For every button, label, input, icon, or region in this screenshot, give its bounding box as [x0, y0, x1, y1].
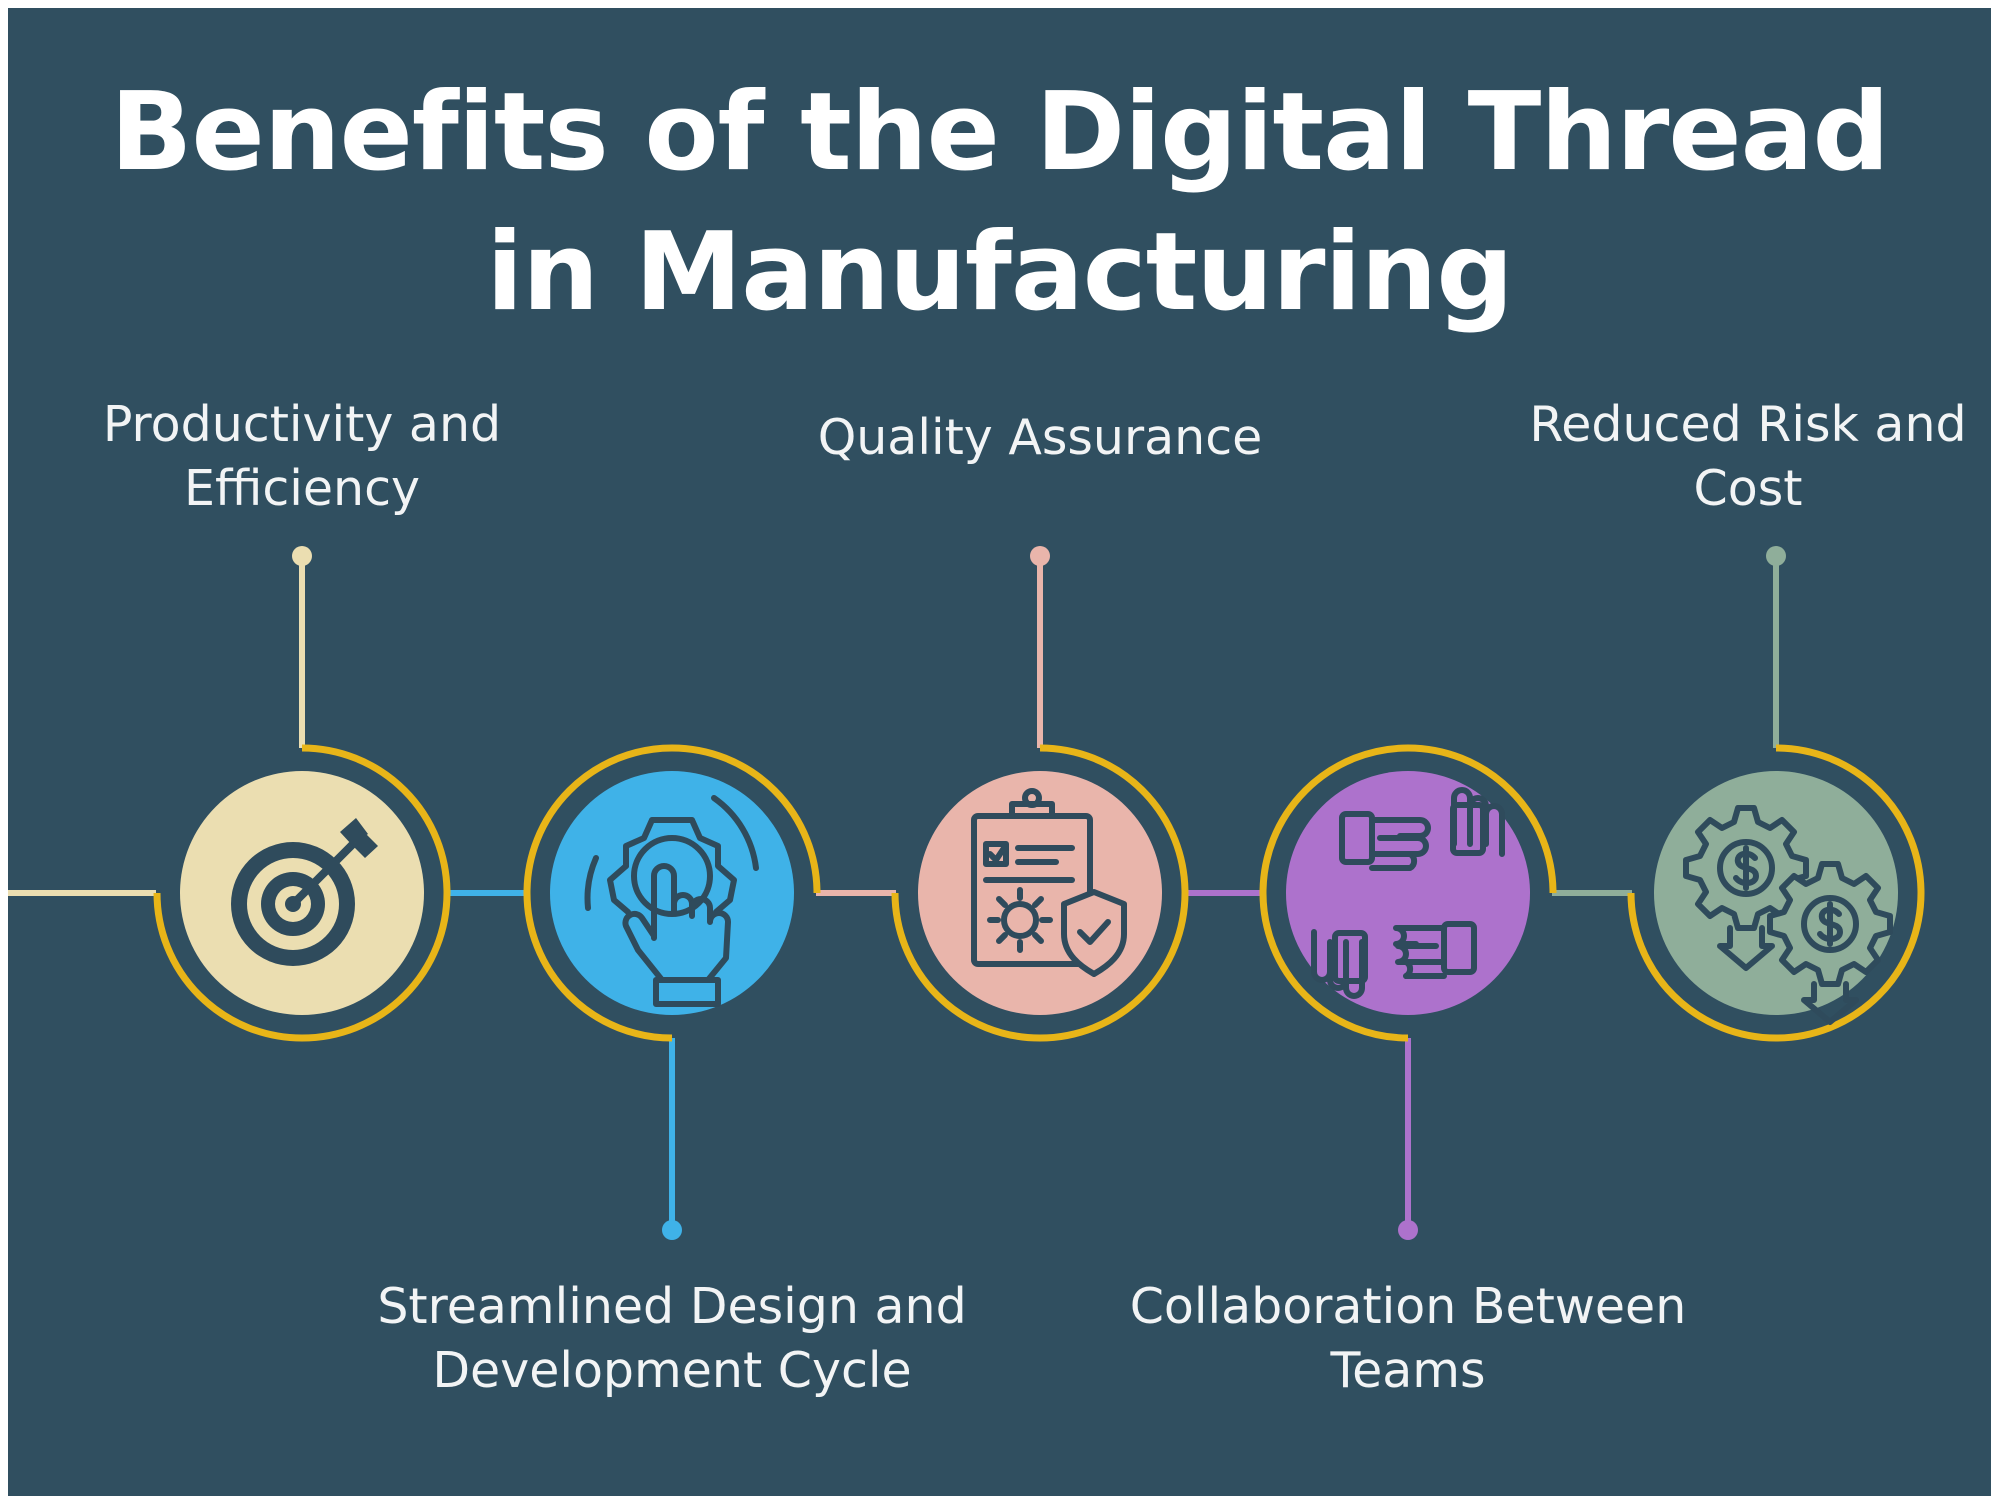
ring-arc-3 [891, 744, 1189, 1042]
stem-dot-5 [1766, 546, 1786, 566]
infographic-title: Benefits of the Digital Thread in Manufa… [8, 63, 1991, 343]
ring-arc-5 [1627, 744, 1925, 1042]
stem-dot-2 [662, 1220, 682, 1240]
gear-hand-icon [584, 795, 759, 1007]
title-line-1: Benefits of the Digital Thread [110, 70, 1890, 195]
title-line-2: in Manufacturing [486, 210, 1514, 335]
clipboard-shield-icon [971, 788, 1127, 977]
ring-arc-2 [523, 744, 821, 1042]
gears-dollar-icon [1683, 805, 1893, 1025]
ring-arc-4 [1259, 744, 1557, 1042]
benefit-label-quality: Quality Assurance [817, 409, 1263, 466]
target-icon [231, 818, 378, 966]
benefits-timeline [8, 546, 1925, 1240]
hands-icon [1311, 787, 1505, 999]
benefit-label-risk-cost: Reduced Risk and Cost [1529, 396, 1967, 517]
stem-dot-3 [1030, 546, 1050, 566]
ring-arc-1 [153, 744, 451, 1042]
benefit-label-streamlined: Streamlined Design and Development Cycle [377, 1278, 967, 1399]
stem-dot-4 [1398, 1220, 1418, 1240]
infographic-panel: Benefits of the Digital Thread in Manufa… [8, 8, 1991, 1496]
benefit-label-collaboration: Collaboration Between Teams [1129, 1278, 1687, 1399]
benefit-label-productivity: Productivity and Efficiency [102, 396, 502, 517]
benefit-circle-3 [918, 771, 1162, 1015]
stem-dot-1 [292, 546, 312, 566]
